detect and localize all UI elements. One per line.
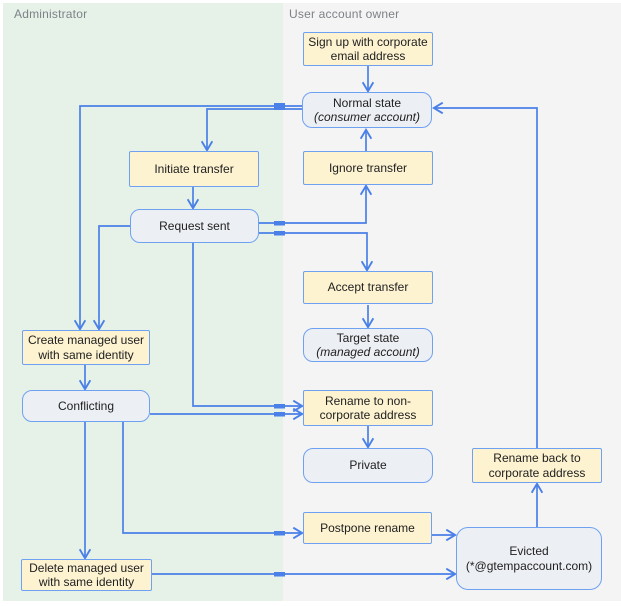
node-evicted: Evicted (*@gtempaccount.com) (456, 527, 602, 590)
lane-label-user-account-owner: User account owner (289, 7, 400, 21)
node-label: Accept transfer (327, 280, 409, 295)
node-label: Rename to non- (324, 393, 412, 408)
node-label: Conflicting (57, 398, 115, 413)
node-label: Target state (336, 330, 400, 345)
node-label: Initiate transfer (154, 161, 234, 176)
node-label: Delete managed user (29, 560, 144, 575)
node-label: Normal state (332, 95, 402, 110)
node-label: Private (349, 458, 387, 473)
node-accept-transfer: Accept transfer (303, 271, 433, 304)
node-ignore-transfer: Ignore transfer (303, 151, 433, 185)
node-request-sent: Request sent (130, 209, 259, 243)
node-postpone-rename: Postpone rename (303, 512, 432, 544)
node-conflicting: Conflicting (22, 390, 150, 422)
node-label: with same identity (38, 347, 134, 362)
node-label: Ignore transfer (328, 160, 408, 175)
node-label: email address (330, 49, 406, 63)
node-label: Rename back to (493, 451, 581, 465)
node-normal-state: Normal state (consumer account) (302, 92, 432, 128)
node-label: (*@gtempaccount.com) (465, 558, 593, 573)
lane-label-administrator: Administrator (14, 7, 88, 21)
node-initiate-transfer: Initiate transfer (129, 151, 259, 187)
node-label: corporate address (319, 408, 417, 422)
node-create-managed-user: Create managed user with same identity (22, 330, 150, 365)
lane-administrator (3, 3, 283, 601)
node-private: Private (303, 448, 433, 483)
node-label: Postpone rename (320, 520, 415, 535)
node-target-state: Target state (managed account) (303, 328, 433, 362)
node-sublabel: (managed account) (316, 345, 420, 359)
node-label: Sign up with corporate (308, 34, 428, 49)
node-label: Request sent (159, 218, 230, 233)
node-rename-to-non-corporate: Rename to non- corporate address (303, 390, 433, 426)
node-sublabel: (consumer account) (313, 110, 421, 124)
node-label: Create managed user (27, 333, 145, 347)
node-label: Evicted (509, 544, 549, 558)
node-label: with same identity (38, 575, 135, 589)
node-signup: Sign up with corporate email address (303, 32, 433, 66)
node-delete-managed-user: Delete managed user with same identity (21, 559, 152, 591)
node-label: corporate address (488, 465, 586, 480)
node-rename-back-to-corporate: Rename back to corporate address (472, 448, 602, 483)
